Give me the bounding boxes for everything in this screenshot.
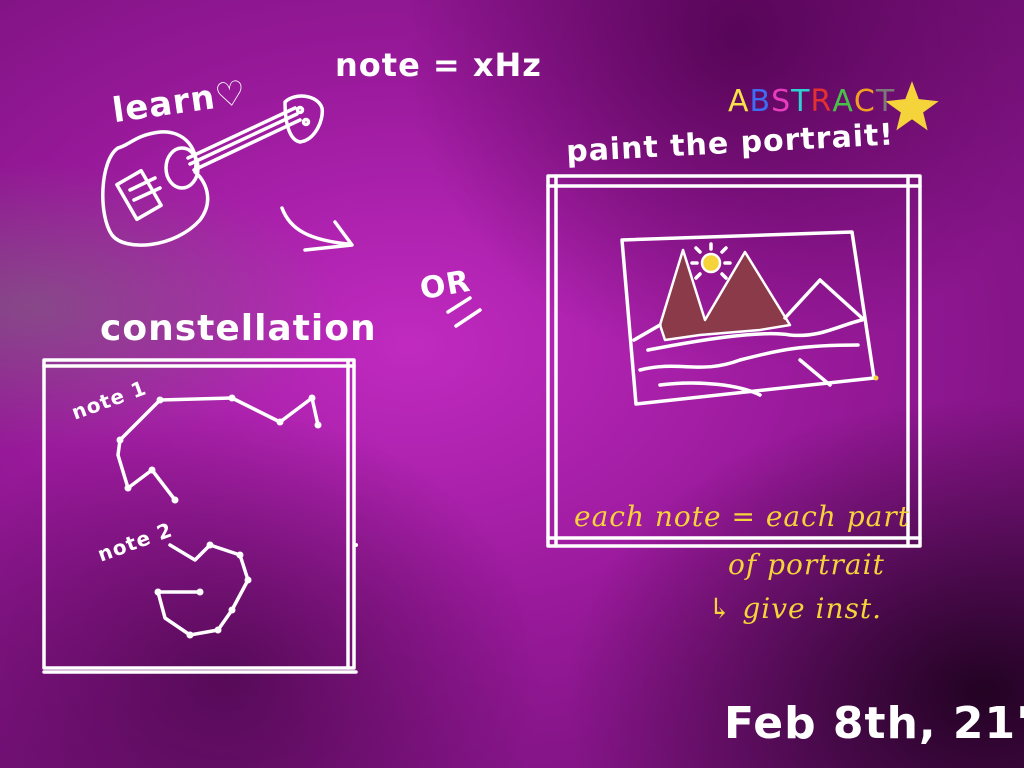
constellation-frame [42,358,358,674]
abstract-letter: B [749,84,772,119]
sun-icon [690,242,732,280]
date-label: Feb 8th, 21' [724,698,1024,749]
abstract-letter: A [832,84,854,119]
constellation-title: constellation [100,308,377,349]
note-frequency-label: note = xHz [335,46,542,84]
guitar-icon [101,94,324,247]
abstract-title: ABSTRACT [728,84,895,119]
abstract-letter: A [728,84,750,119]
abstract-letter: C [853,84,876,119]
give-instructions-label: ↳ give inst. [708,592,883,625]
arrow-icon [280,206,354,252]
abstract-letter: T [791,84,811,119]
abstract-letter: R [810,84,833,119]
abstract-letter: T [875,84,896,119]
portrait-frame [546,174,922,548]
of-portrait-label: of portrait [728,548,885,581]
constellation-note1 [116,396,320,502]
equals-sign [446,296,482,328]
constellation-note2 [156,543,250,637]
star-icon [885,81,939,131]
each-note-label: each note = each part [574,500,910,533]
abstract-letter: S [771,84,792,119]
landscape-picture [620,230,876,406]
